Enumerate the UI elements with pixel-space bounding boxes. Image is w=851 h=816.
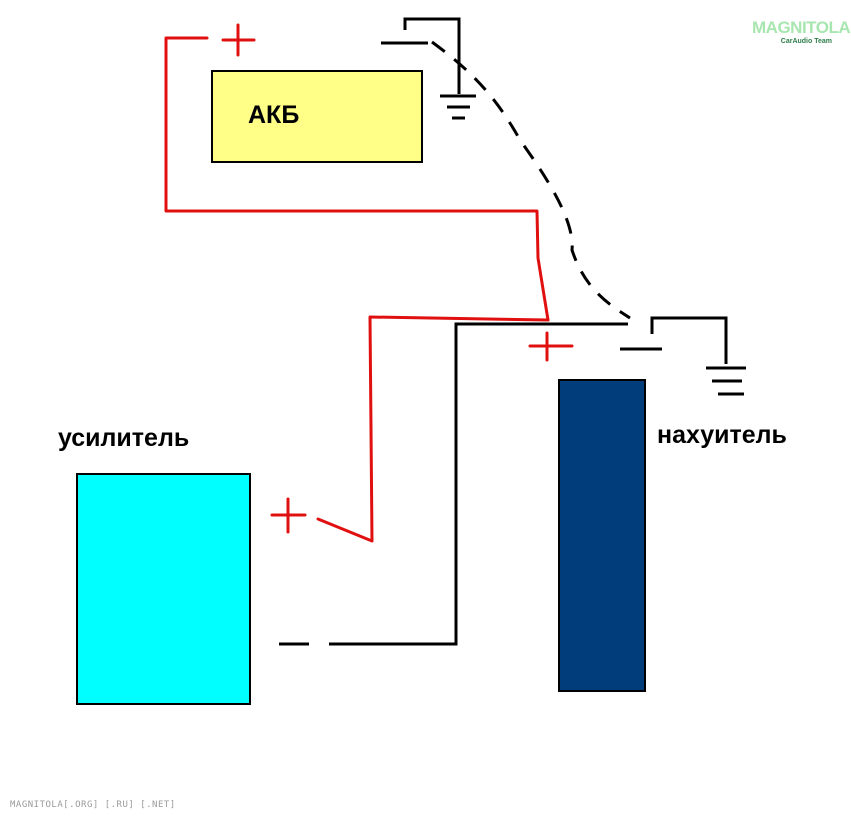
amplifier-block [76, 473, 251, 705]
magnitola-logo: MAGNITOLA CarAudio Team [752, 18, 851, 48]
battery-label: АКБ [248, 101, 299, 129]
capacitor-label: нахуитель [657, 421, 787, 449]
plus-symbols [221, 23, 574, 534]
plus-sign-capacitor [528, 331, 574, 362]
logo-text: MAGNITOLA [752, 18, 851, 37]
amplifier-positive-wire [316, 315, 550, 543]
ground-icon [440, 94, 476, 120]
ground-wiring [279, 17, 728, 646]
amplifier-label: усилитель [58, 424, 189, 452]
logo-subtext: CarAudio Team [780, 38, 832, 45]
capacitor-ground-wire [650, 316, 728, 364]
footer-watermark: MAGNITOLA[.ORG] [.RU] [.NET] [10, 800, 176, 810]
positive-wiring [164, 36, 550, 543]
battery-ground-wire [403, 17, 461, 94]
battery-block [211, 70, 423, 163]
dashed-ground-link [431, 40, 631, 320]
capacitor-block [558, 379, 646, 692]
plus-sign-amplifier [270, 497, 307, 534]
ground-icon [706, 366, 746, 396]
battery-positive-wire [164, 36, 550, 322]
ground-symbols [440, 94, 746, 396]
amplifier-ground-wire [329, 322, 628, 646]
plus-sign-battery [221, 23, 256, 57]
